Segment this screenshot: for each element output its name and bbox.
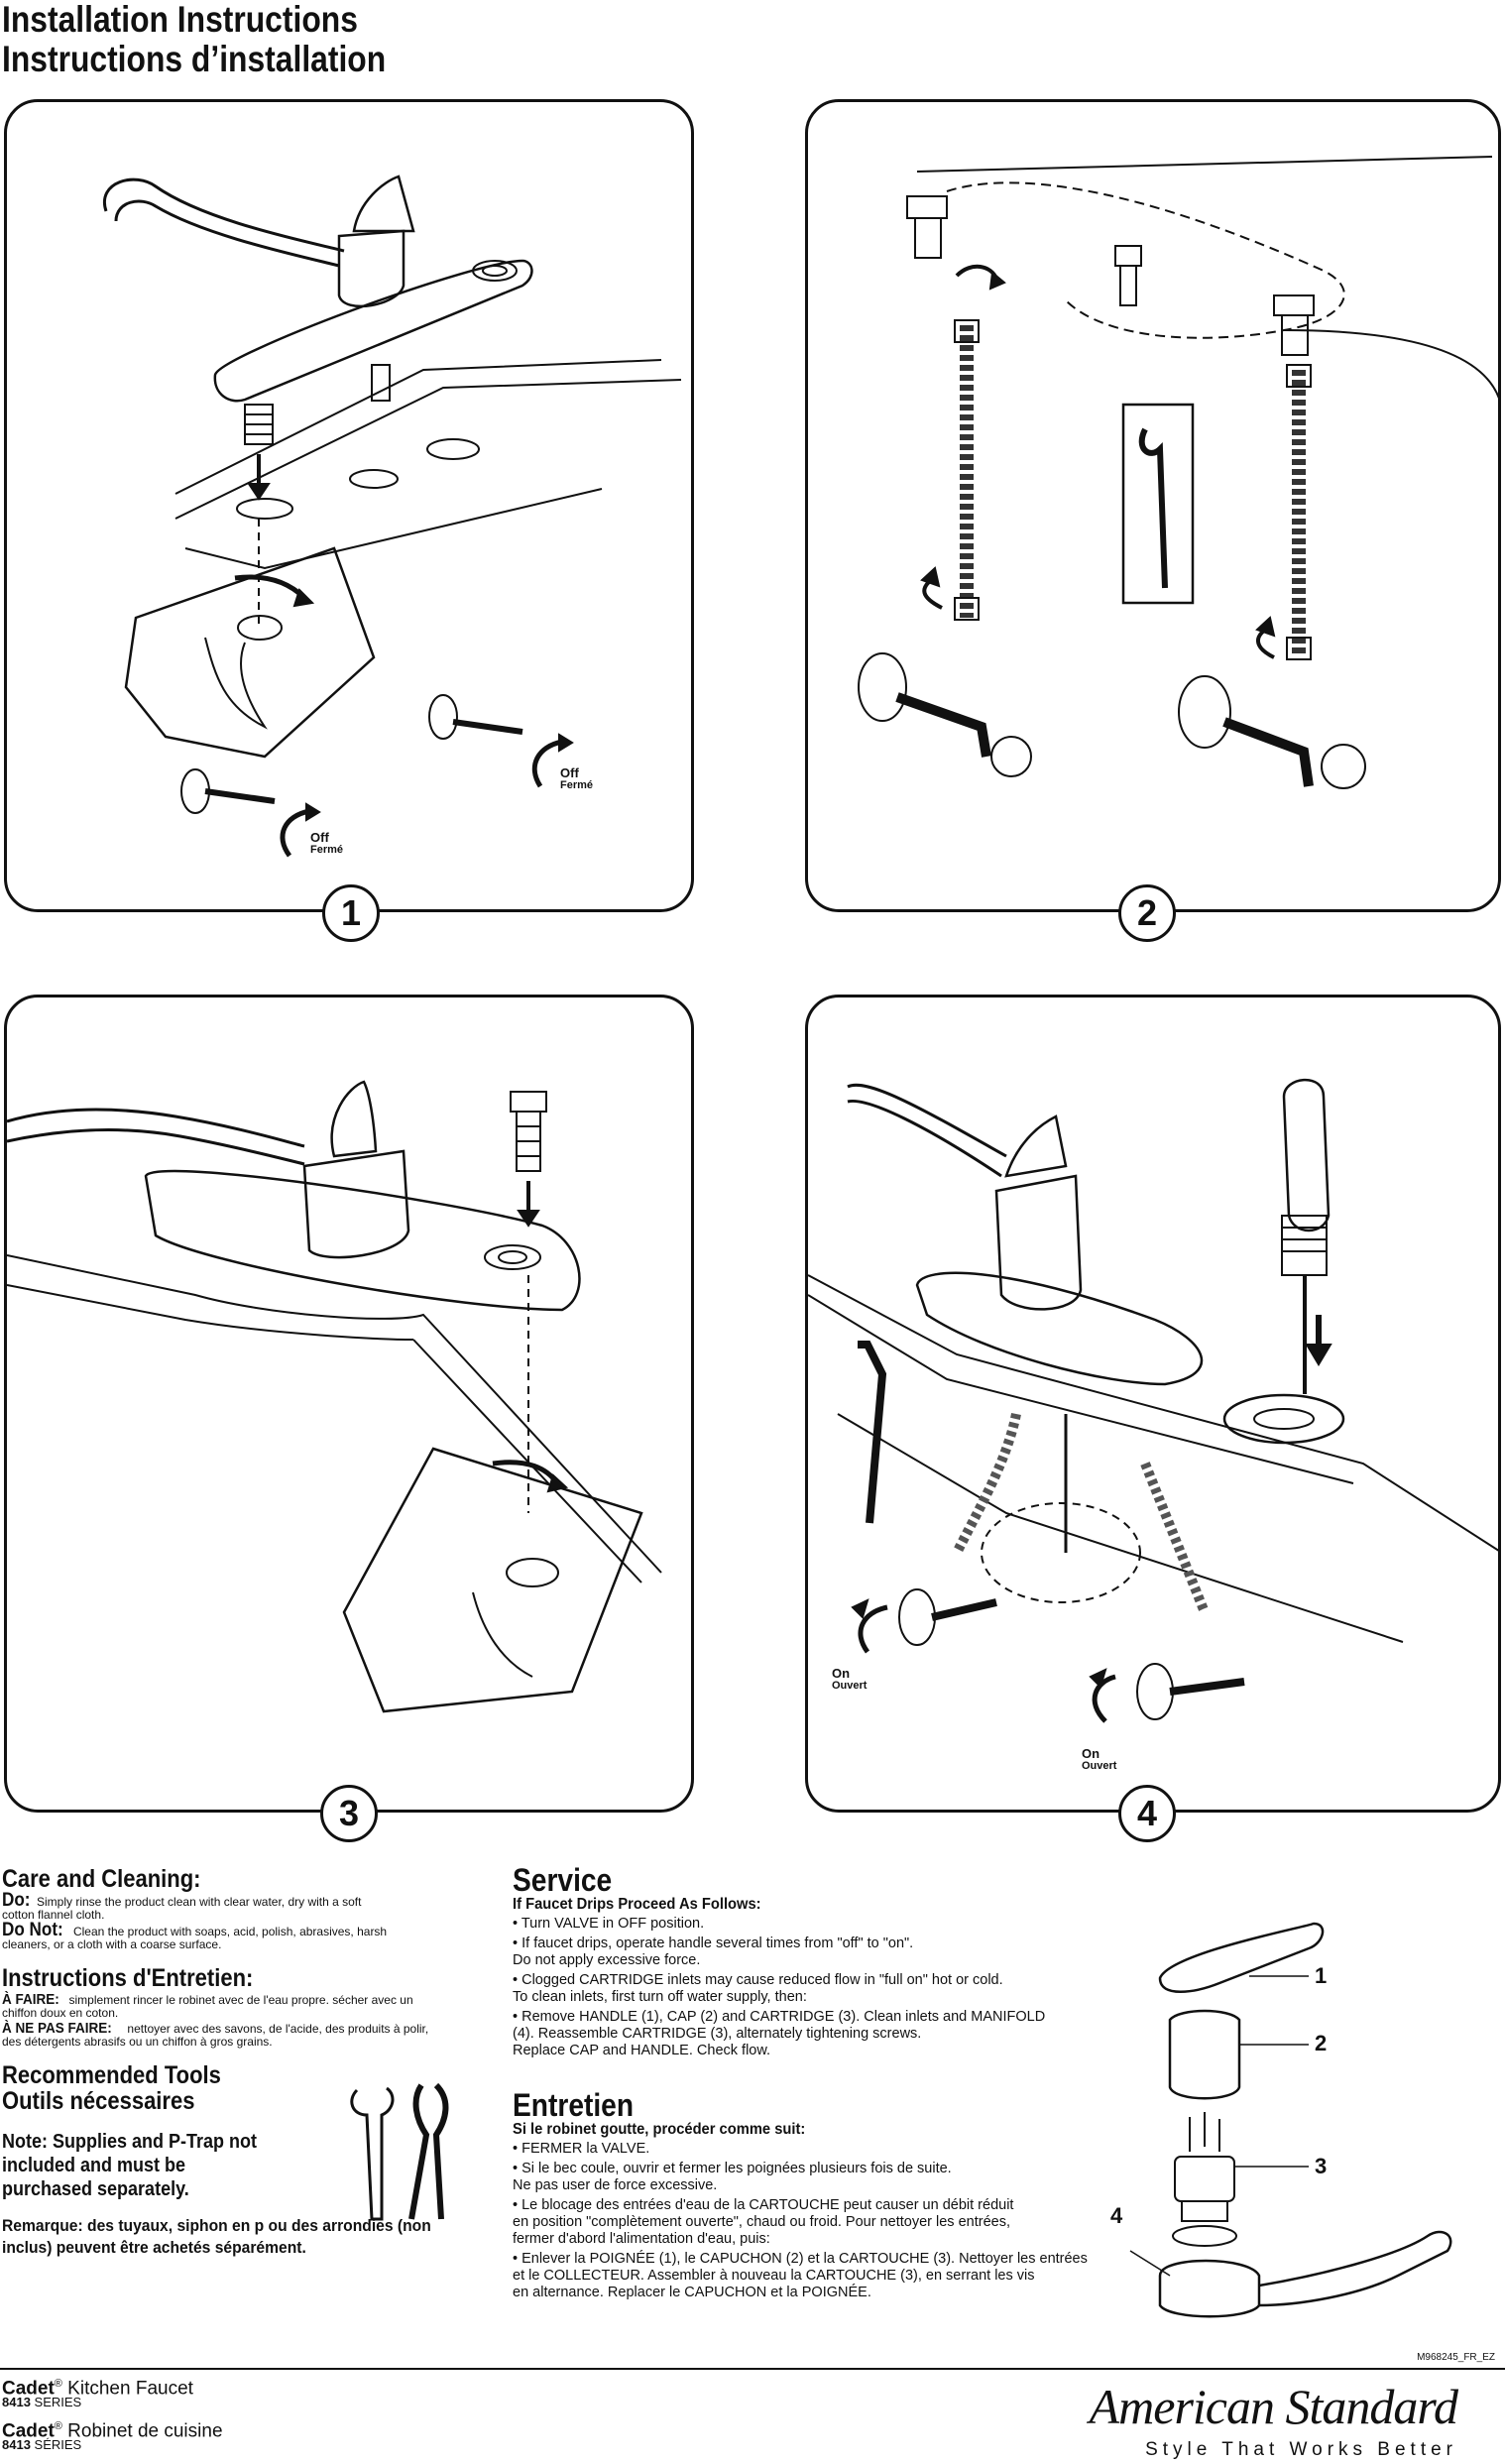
step-2-panel [805, 99, 1501, 912]
step-4-illustration [808, 1078, 1498, 1723]
entretien-item: • Si le bec coule, ouvrir et fermer les … [513, 2161, 952, 2193]
service-item: • If faucet drips, operate handle severa… [513, 1936, 914, 1968]
product-brand: Cadet [2, 2420, 55, 2442]
tools-heading-en: Recommended Tools [2, 2061, 221, 2089]
service-column: Service If Faucet Drips Proceed As Follo… [513, 1864, 1127, 2304]
callout-en: Off [560, 765, 579, 780]
step-4-number: 4 [1118, 1785, 1176, 1842]
part-label-3: 3 [1315, 2154, 1328, 2178]
part-label-1: 1 [1315, 1963, 1328, 1988]
service-heading: Service [513, 1862, 613, 1898]
wrench-icon [350, 2086, 395, 2221]
callout-fr: Ouvert [1082, 1760, 1117, 1772]
care-afaire: À FAIRE: simplement rincer le robinet av… [2, 1991, 418, 2020]
registered-mark: ® [54, 2378, 62, 2390]
apasfaire-text: nettoyer avec des savons, de l'acide, de… [2, 2022, 429, 2049]
product-name-fr: Cadet® Robinet de cuisine [2, 2416, 223, 2441]
callout-fr: Fermé [560, 779, 594, 791]
pliers-icon [408, 2082, 449, 2220]
care-apasfaire: À NE PAS FAIRE: nettoyer avec des savons… [2, 2020, 438, 2049]
step-1-number: 1 [322, 884, 380, 942]
do-label: Do: [2, 1890, 31, 1911]
callout-fr: Fermé [310, 844, 344, 856]
product-brand: Cadet [2, 2378, 55, 2400]
entretien-list: • FERMER la VALVE. • Si le bec coule, ou… [513, 2141, 1127, 2301]
brand-tagline: Style That Works Better [1145, 2439, 1457, 2460]
step-2-illustration [858, 156, 1498, 789]
entretien-subheading: Si le robinet goutte, procéder comme sui… [513, 2121, 806, 2138]
afaire-text: simplement rincer le robinet avec de l'e… [2, 1993, 413, 2020]
dont-label: Do Not: [2, 1920, 63, 1940]
care-column: Care and Cleaning: Do: Simply rinse the … [2, 1866, 498, 2259]
step-1-off-callout-upper: Off Fermé [560, 766, 593, 792]
series-en: 8413 SERIES [2, 2396, 81, 2409]
step-4-panel: On Ouvert On Ouvert [805, 995, 1501, 1813]
title-english: Installation Instructions [2, 0, 358, 40]
care-dont: Do Not: Clean the product with soaps, ac… [2, 1920, 399, 1951]
callout-en: On [832, 1666, 851, 1681]
apasfaire-label: À NE PAS FAIRE: [2, 2020, 112, 2037]
page-title: Installation Instructions Instructions d… [2, 0, 386, 79]
service-item: • Remove HANDLE (1), CAP (2) and CARTRID… [513, 2009, 1046, 2058]
entretien-item: • Enlever la POIGNÉE (1), le CAPUCHON (2… [513, 2251, 1088, 2300]
series-word: SERIES [30, 2395, 82, 2409]
tools-heading-fr: Outils nécessaires [2, 2087, 195, 2115]
registered-mark: ® [54, 2420, 62, 2432]
step-4-on-callout-left: On Ouvert [832, 1667, 867, 1693]
series-fr: 8413 SÉRIES [2, 2438, 81, 2452]
supplies-remarque: Remarque: des tuyaux, siphon en p ou des… [2, 2216, 431, 2257]
callout-fr: Ouvert [832, 1680, 868, 1692]
afaire-label: À FAIRE: [2, 1991, 59, 2008]
supplies-note: Note: Supplies and P-Trap not included a… [2, 2131, 258, 2200]
service-list: • Turn VALVE in OFF position. • If fauce… [513, 1916, 1127, 2059]
callout-en: On [1082, 1746, 1100, 1761]
dont-text: Clean the product with soaps, acid, poli… [2, 1925, 388, 1951]
service-item: • Clogged CARTRIDGE inlets may cause red… [513, 1972, 1003, 2005]
product-desc: Kitchen Faucet [61, 2378, 193, 2400]
brand-logo: American Standard [1089, 2379, 1458, 2434]
do-text: Simply rinse the product clean with clea… [2, 1895, 362, 1922]
service-item: • Turn VALVE in OFF position. [513, 1916, 705, 1932]
product-desc: Robinet de cuisine [61, 2420, 223, 2442]
part-label-2: 2 [1315, 2031, 1328, 2055]
entretien-item: • FERMER la VALVE. [513, 2141, 650, 2157]
product-name-en: Cadet® Kitchen Faucet [2, 2374, 193, 2399]
entretien-instructions-heading: Instructions d'Entretien: [2, 1964, 254, 1992]
care-heading: Care and Cleaning: [2, 1865, 201, 1893]
series-number: 8413 [2, 2395, 31, 2409]
callout-en: Off [310, 830, 329, 845]
document-code: M968245_FR_EZ [1417, 2352, 1495, 2363]
parts-exploded-diagram [1129, 1922, 1452, 2318]
tools-illustration [350, 2082, 449, 2221]
care-do: Do: Simply rinse the product clean with … [2, 1890, 379, 1922]
series-number: 8413 [2, 2437, 31, 2452]
step-1-illustration [102, 175, 682, 858]
title-french: Instructions d’installation [2, 39, 387, 79]
step-4-on-callout-right: On Ouvert [1082, 1747, 1116, 1773]
entretien-heading: Entretien [513, 2087, 635, 2123]
footer-divider [0, 2368, 1505, 2370]
step-1-off-callout-lower: Off Fermé [310, 831, 343, 857]
series-word: SÉRIES [30, 2437, 82, 2452]
entretien-item: • Le blocage des entrées d'eau de la CAR… [513, 2197, 1014, 2247]
service-subheading: If Faucet Drips Proceed As Follows: [513, 1896, 761, 1913]
step-3-number: 3 [320, 1785, 378, 1842]
step-3-panel [4, 995, 694, 1813]
step-2-number: 2 [1118, 884, 1176, 942]
step-3-illustration [7, 1080, 662, 1713]
part-label-4: 4 [1110, 2203, 1123, 2228]
step-1-panel: Off Fermé Off Fermé [4, 99, 694, 912]
